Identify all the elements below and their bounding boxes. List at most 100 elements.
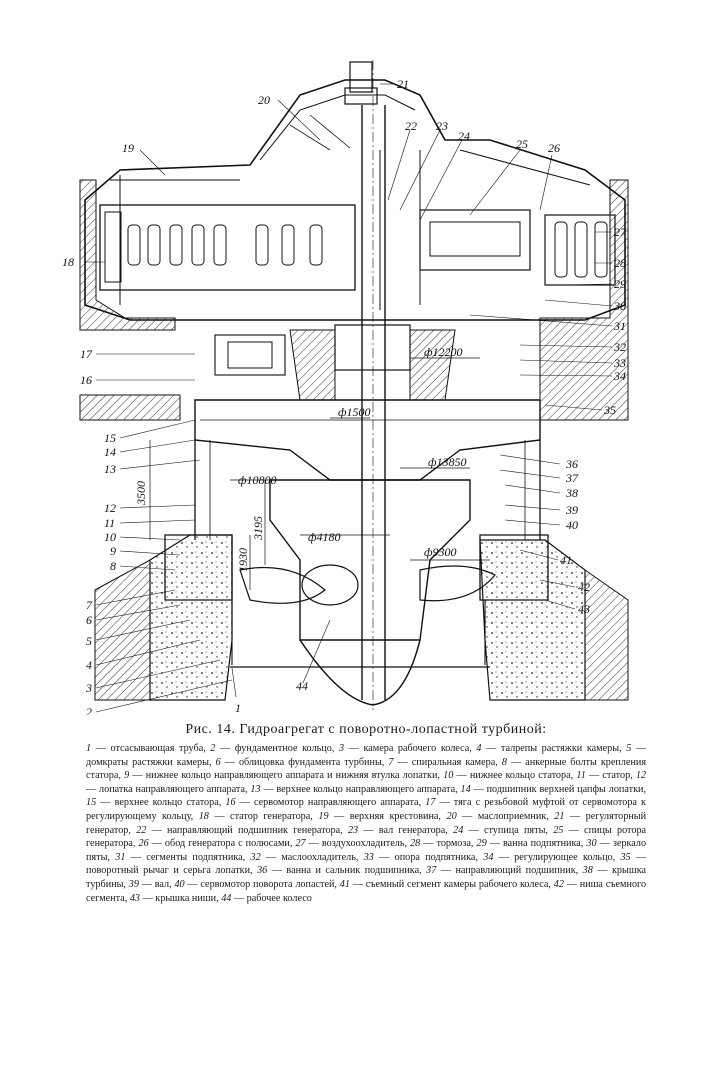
label-43: 43 <box>578 602 590 616</box>
caption-title: Рис. 14. Гидроагрегат с поворотно-лопаст… <box>185 722 547 737</box>
label-20: 20 <box>258 93 270 107</box>
legend-text: верхнее кольцо статора, <box>114 797 222 809</box>
legend-text: анкерные болты крепления статора, <box>86 756 647 782</box>
legend-number: 8 <box>501 756 507 768</box>
label-4: 4 <box>86 658 92 672</box>
legend-number: 6 <box>215 756 221 768</box>
legend-text: регуляторный генератор, <box>86 810 647 836</box>
label-10: 10 <box>104 530 116 544</box>
legend-text: спицы ротора генератора, <box>86 824 647 850</box>
legend-number: 16 <box>225 797 236 809</box>
legend-number: 43 <box>129 892 141 904</box>
label-26: 26 <box>548 141 560 155</box>
legend-text: сегменты подпятника, <box>146 851 246 863</box>
legend-entry: 31 — сегменты подпятника, <box>115 851 246 863</box>
legend-number: 21 <box>554 810 565 822</box>
hydro-unit-drawing: 1 2 3 4 5 6 7 8 9 10 11 12 13 14 15 16 1… <box>62 60 629 715</box>
label-42: 42 <box>578 580 590 594</box>
legend-entry: 3 — камера рабочего колеса, <box>338 743 472 754</box>
label-12: 12 <box>104 501 116 515</box>
legend-text: нижнее кольцо статора, <box>469 770 574 782</box>
legend-number: 30 <box>586 838 597 850</box>
legend-number: 25 <box>553 824 564 836</box>
legend-text: опора подпятника, <box>394 851 478 863</box>
legend-entry: 21 — регуляторный генератор, <box>86 810 647 836</box>
legend-number: 38 <box>582 865 593 877</box>
dim-12200: ф12200 <box>424 345 463 359</box>
main-shaft <box>289 60 456 710</box>
legend-number: 13 <box>250 783 261 795</box>
legend-text: тормоза, <box>436 838 474 850</box>
legend-text: маслоприемник, <box>477 810 549 822</box>
label-17: 17 <box>80 347 93 361</box>
legend-number: 14 <box>460 783 471 795</box>
legend-entry: 1 — отсасывающая труба, <box>86 743 206 754</box>
legend-number: 28 <box>410 838 421 850</box>
legend-text: рабочее колесо <box>246 892 312 904</box>
legend-entry: 39 — вал, <box>128 878 172 890</box>
legend-text: вал, <box>154 878 172 890</box>
label-6: 6 <box>86 613 92 627</box>
legend-number: 42 <box>553 878 564 890</box>
legend-text: воздухоохладитель, <box>321 838 408 850</box>
label-3: 3 <box>85 681 92 695</box>
generator-stator <box>99 204 616 291</box>
runner <box>230 479 496 706</box>
legend-text: лопатка направляющего аппарата, <box>99 783 248 795</box>
legend-number: 1 <box>86 743 92 754</box>
label-32: 32 <box>613 340 626 354</box>
legend-text: облицовка фундамента турбины, <box>238 756 385 768</box>
legend-entry: 22 — направляющий подшипник генератора, <box>136 824 343 836</box>
legend-text: сервомотор поворота лопастей, <box>200 878 337 890</box>
label-33-right: 33 <box>613 356 626 370</box>
label-34: 34 <box>613 369 626 383</box>
legend-entry: 24 — ступица пяты, <box>453 824 548 836</box>
label-44: 44 <box>296 679 308 693</box>
label-7: 7 <box>86 598 93 612</box>
dimension-lines <box>149 357 490 590</box>
legend-text: крышка турбины, <box>86 865 647 890</box>
legend-entry: 34 — регулирующее кольцо, <box>483 851 616 863</box>
legend-number: 11 <box>576 770 586 782</box>
legend-text: регулирующее кольцо, <box>514 851 616 863</box>
legend-number: 36 <box>257 865 268 877</box>
legend-number: 19 <box>318 810 329 822</box>
legend-number: 29 <box>476 838 487 850</box>
label-13: 13 <box>104 462 116 476</box>
label-41: 41 <box>560 553 572 567</box>
legend-entry: 44 — рабочее колесо <box>221 892 312 904</box>
legend-entry: 41 — съемный сегмент камеры рабочего кол… <box>339 878 551 890</box>
legend-text: ступица пяты, <box>483 824 548 836</box>
dim-1500: ф1500 <box>338 405 371 419</box>
legend-number: 44 <box>221 892 232 904</box>
legend-number: 31 <box>115 851 126 863</box>
dim-13850: ф13850 <box>428 455 467 469</box>
label-5: 5 <box>86 634 92 648</box>
legend-entry: 14 — подшипник верхней цапфы лопатки, <box>460 783 647 795</box>
legend-text: верхнее кольцо направляющего аппарата, <box>276 783 458 795</box>
legend-entry: 30 — зеркало пяты, <box>86 838 647 863</box>
legend-text: направляющий подшипник, <box>455 865 579 877</box>
legend-number: 33 <box>363 851 374 863</box>
legend-number: 5 <box>626 743 632 754</box>
label-27: 27 <box>614 225 627 239</box>
legend-entry: 37 — направляющий подшипник, <box>426 865 579 877</box>
legend-entry: 10 — нижнее кольцо статора, <box>443 770 574 782</box>
dim-3500: 3500 <box>134 481 148 506</box>
label-16: 16 <box>80 373 92 387</box>
legend-entry: 12 — лопатка направляющего аппарата, <box>86 770 647 795</box>
legend-entry: 2 — фундаментное кольцо, <box>210 743 335 754</box>
legend-entry: 26 — обод генератора с полюсами, <box>138 838 293 850</box>
label-11: 11 <box>104 516 115 530</box>
label-40: 40 <box>566 518 578 532</box>
caption-legend: 1 — отсасывающая труба, 2 — фундаментное… <box>86 742 646 905</box>
legend-number: 35 <box>620 851 631 863</box>
legend-number: 40 <box>174 878 185 890</box>
label-37: 37 <box>565 471 579 485</box>
dim-4180: ф4180 <box>308 530 341 544</box>
legend-text: маслоохладитель, <box>281 851 359 863</box>
label-14: 14 <box>104 445 116 459</box>
legend-text: направляющий подшипник генератора, <box>167 824 343 836</box>
label-36: 36 <box>565 457 578 471</box>
legend-entry: 43 — крышка ниши, <box>129 892 219 904</box>
